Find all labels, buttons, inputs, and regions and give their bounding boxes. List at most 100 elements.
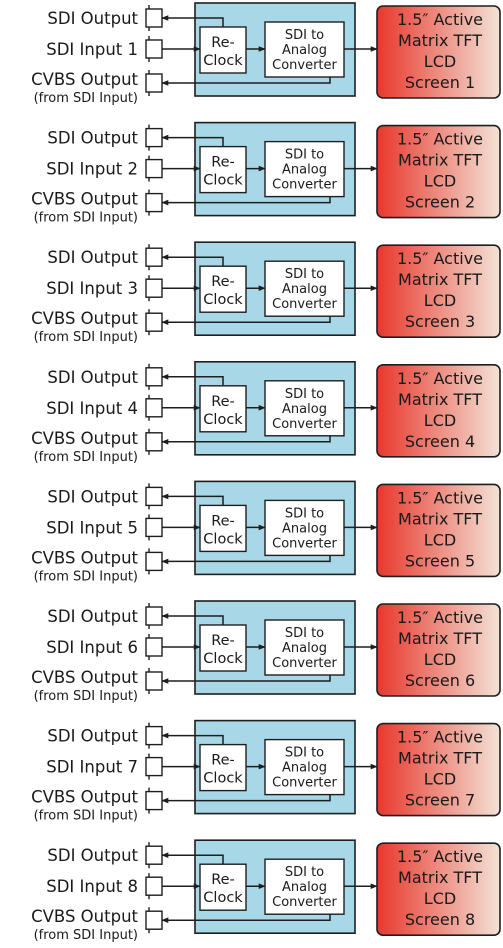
screen-line2: Matrix TFT: [398, 151, 482, 170]
screen-line4: Screen 8: [405, 910, 475, 929]
converter-line1: SDI to: [285, 267, 324, 282]
reclock-to-sdi-output-arrow: [161, 15, 224, 27]
screen-line3: LCD: [424, 52, 456, 71]
cvbs-note: (from SDI Input): [34, 569, 138, 584]
screen-line1: 1.5″ Active: [397, 608, 483, 627]
converter-line1: SDI to: [285, 506, 324, 521]
screen-line4: Screen 3: [405, 312, 475, 331]
converter-line3: Converter: [272, 776, 337, 791]
cvbs-note: (from SDI Input): [34, 689, 138, 704]
reclock-line2: Clock: [203, 173, 243, 189]
reclock-line2: Clock: [203, 651, 243, 667]
sdi-output-connector: [145, 722, 163, 749]
converter-to-cvbs-arrow: [161, 675, 331, 684]
screen-line2: Matrix TFT: [398, 868, 482, 887]
sdi-input-label: SDI Input 4: [46, 399, 138, 418]
screen-line2: Matrix TFT: [398, 749, 482, 768]
screen-line4: Screen 2: [405, 193, 475, 212]
sdi-input-connector: [145, 394, 163, 421]
reclock-block: Re- Clock: [199, 504, 247, 553]
reclock-line2: Clock: [203, 292, 243, 308]
reclock-line1: Re-: [211, 513, 235, 529]
reclock-block: Re-Clock: [199, 624, 247, 672]
reclock-block: Re-Clock: [199, 385, 247, 433]
sdi-input-label: SDI Input 8: [46, 877, 138, 896]
sdi-output-connector: [145, 842, 163, 869]
sdi-output-label: SDI Output: [47, 9, 138, 28]
sdi-input-connector: [145, 753, 163, 780]
converter-line1: SDI to: [285, 28, 324, 43]
converter-line1: SDI to: [285, 746, 324, 761]
cvbs-output-label: CVBS Output: [31, 190, 138, 209]
reclock-to-sdi-output-arrow: [161, 852, 224, 865]
cvbs-output-connector: [145, 189, 163, 216]
converter-to-cvbs-arrow: [161, 914, 331, 923]
cvbs-output-label: CVBS Output: [31, 788, 138, 807]
cvbs-output-connector: [145, 70, 163, 96]
screen-line1: 1.5″ Active: [397, 10, 483, 29]
reclock-line2: Clock: [203, 412, 243, 428]
sdi-output-connector: [145, 244, 163, 271]
reclock-block: Re-Clock: [199, 265, 247, 313]
sdi-output-connector: [145, 483, 163, 510]
cvbs-output-label: CVBS Output: [31, 309, 138, 328]
reclock-line2: Clock: [203, 890, 243, 906]
converter-line2: Analog: [282, 641, 327, 656]
reclock-line2: Clock: [203, 771, 243, 787]
screen-line4: Screen 7: [405, 791, 475, 810]
screen-line3: LCD: [424, 291, 456, 310]
screen-line3: LCD: [424, 411, 456, 430]
reclock-line2: Clock: [203, 531, 243, 547]
sdi-input-label: SDI Input 2: [46, 160, 138, 179]
screen-line1: 1.5″ Active: [397, 728, 483, 747]
cvbs-output-label: CVBS Output: [31, 429, 138, 448]
screen-line4: Screen 5: [405, 551, 475, 570]
converter-line2: Analog: [282, 43, 327, 58]
sdi-output-connector: [145, 603, 163, 629]
cvbs-output-connector: [145, 309, 163, 336]
sdi-input-label: SDI Input 5: [46, 518, 138, 537]
converter-line2: Analog: [282, 282, 327, 297]
screen-line3: LCD: [424, 172, 456, 191]
sdi-input-label: SDI Input 6: [46, 638, 138, 657]
screen-line1: 1.5″ Active: [397, 488, 483, 507]
sdi-input-connector: [145, 275, 163, 302]
sdi-output-connector: [145, 124, 163, 151]
reclock-block: Re- Clock: [199, 863, 247, 911]
converter-line2: Analog: [282, 761, 327, 776]
screen-line1: 1.5″ Active: [397, 130, 483, 149]
converter-line1: SDI to: [285, 387, 324, 402]
screen-line1: 1.5″ Active: [397, 847, 483, 866]
reclock-block: Re-Clock: [199, 26, 247, 74]
sdi-output-connector: [145, 5, 163, 31]
sdi-input-connector: [145, 155, 163, 182]
sdi-output-label: SDI Output: [47, 846, 138, 865]
sdi-input-label: SDI Input 7: [46, 758, 138, 777]
converter-to-cvbs-arrow: [161, 316, 331, 325]
reclock-to-sdi-output-arrow: [161, 732, 224, 745]
reclock-line1: Re-: [211, 753, 235, 769]
reclock-to-sdi-output-arrow: [161, 254, 224, 267]
cvbs-output-label: CVBS Output: [31, 668, 138, 687]
screen-line2: Matrix TFT: [398, 390, 482, 409]
cvbs-output-connector: [145, 787, 163, 814]
converter-line2: Analog: [282, 163, 327, 178]
reclock-line1: Re-: [211, 872, 235, 888]
cvbs-note: (from SDI Input): [34, 330, 138, 345]
sdi-input-connector: [145, 873, 163, 900]
screen-line4: Screen 4: [405, 432, 475, 451]
reclock-to-sdi-output-arrow: [161, 613, 224, 625]
converter-to-cvbs-arrow: [161, 794, 331, 804]
sdi-output-label: SDI Output: [47, 607, 138, 626]
